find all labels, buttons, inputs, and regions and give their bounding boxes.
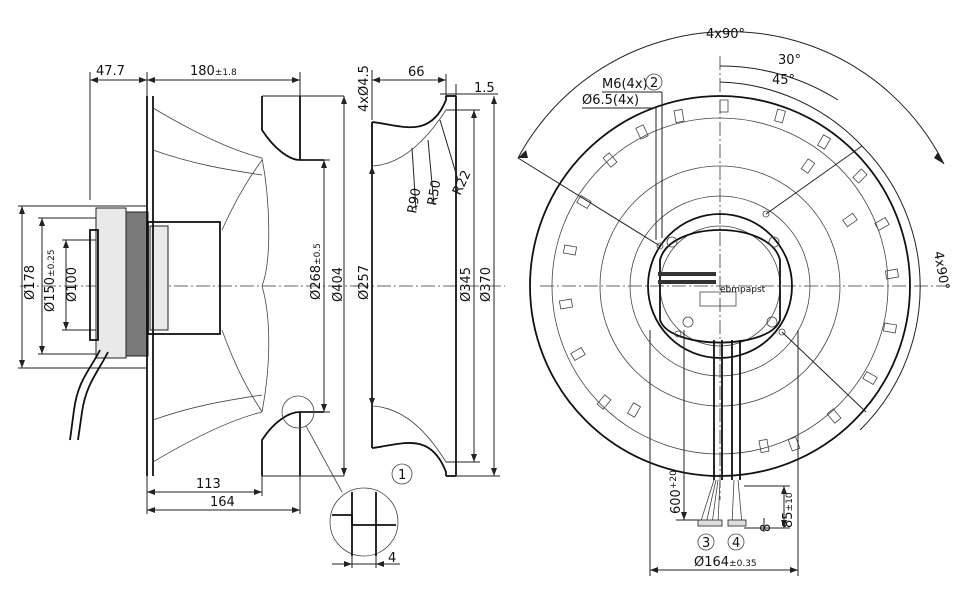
dim-257-label: Ø257 <box>357 265 372 300</box>
brand-label: ebmpapst <box>720 285 766 295</box>
ref-2-label: 2 <box>650 76 658 91</box>
side-view: 47.7 180±1.8 Ø178 Ø150±0.25 Ø100 <box>18 64 360 514</box>
angle-4x90-right-label: 4x90° <box>930 250 952 291</box>
dim-66-label: 66 <box>408 65 425 80</box>
r90-label: R90 <box>405 187 424 215</box>
dim-268-tolerance: ±0.5 <box>313 243 323 265</box>
m6-label: M6(4x) <box>602 77 648 92</box>
angle-4x90-top-label: 4x90° <box>706 27 745 42</box>
detail-view: 1 4 <box>329 463 413 568</box>
r50-label: R50 <box>425 179 444 207</box>
dim-85-label: 85±10 <box>781 492 796 528</box>
dim-180-tolerance: ±1.8 <box>215 68 237 78</box>
dim-113-label: 113 <box>196 477 221 492</box>
dim-180-value: 180 <box>190 64 215 79</box>
ref-3-label: 3 <box>702 536 710 551</box>
dim-268-label: Ø268±0.5 <box>309 243 324 300</box>
inlet-ring-view: 4xØ4.5 66 1.5 R90 R50 R22 Ø257 Ø345 Ø370 <box>355 65 505 477</box>
dim-164-front-tolerance: ±0.35 <box>729 559 757 569</box>
dim-47-7-label: 47.7 <box>96 64 125 79</box>
dim-164-front-label: Ø164±0.35 <box>694 555 757 570</box>
r22-label: R22 <box>450 168 474 198</box>
dim-85-tolerance: ±10 <box>785 492 795 511</box>
detail-ref-1-circle <box>391 463 413 485</box>
ref-2-circle <box>645 73 663 91</box>
ref-4-label: 4 <box>732 536 740 551</box>
angle-30-label: 30° <box>778 53 801 68</box>
dim-85-value: 85 <box>781 511 796 528</box>
dim-100-label: Ø100 <box>65 267 80 302</box>
cable-length-tolerance: +20 <box>669 470 679 489</box>
dim-150-value: Ø150 <box>43 277 58 312</box>
dim-180-label: 180±1.8 <box>190 64 237 79</box>
detail-dim-4-label: 4 <box>388 551 396 566</box>
outer-rim <box>529 95 911 477</box>
dim-150-label: Ø150±0.25 <box>43 249 58 312</box>
dim-4x45-label: 4xØ4.5 <box>357 65 372 112</box>
dim-1-5-label: 1.5 <box>474 81 495 96</box>
dim-345-label: Ø345 <box>459 267 474 302</box>
cable-length-label: 600+20 <box>669 470 684 514</box>
dim-268-value: Ø268 <box>309 265 324 300</box>
ref-3-circle <box>697 533 715 551</box>
ref-4-circle <box>727 533 745 551</box>
cable-length-value: 600 <box>669 489 684 514</box>
front-view: ebmpapst 4x90° 30° 45° 4x90° <box>517 27 952 576</box>
angle-45-label: 45° <box>772 73 795 88</box>
dim-404-label: Ø404 <box>331 267 346 302</box>
dim-370-label: Ø370 <box>479 267 494 302</box>
d65-label: Ø6.5(4x) <box>582 93 639 108</box>
blade-marks <box>558 99 900 454</box>
dim-150-tolerance: ±0.25 <box>47 249 57 277</box>
dim-164-front-value: Ø164 <box>694 555 729 570</box>
dim-8-label: 8 <box>759 524 774 532</box>
dim-178-label: Ø178 <box>23 265 38 300</box>
dim-164-label: 164 <box>210 495 235 510</box>
detail-ref-1-label: 1 <box>398 468 406 483</box>
